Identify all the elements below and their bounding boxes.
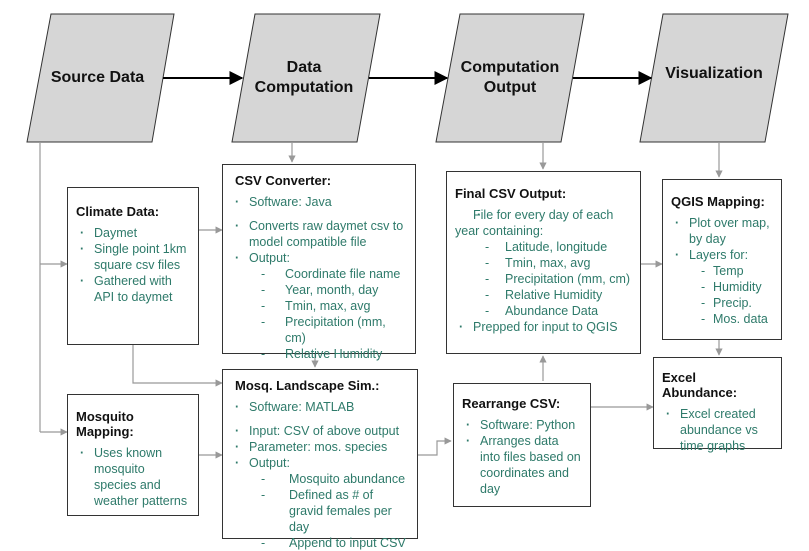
final-csv-sub: Precipitation (mm, cm) — [455, 271, 632, 287]
landscape-sim-input: Input: CSV of above output — [231, 423, 409, 439]
landscape-sim-software: Software: MATLAB — [231, 399, 409, 415]
final-csv-box: Final CSV Output: File for every day of … — [446, 171, 641, 354]
final-csv-sub: Abundance Data — [455, 303, 632, 319]
final-csv-sub: Latitude, longitude — [455, 239, 632, 255]
qgis-sub: Precip. — [671, 295, 773, 311]
qgis-mapping-box: QGIS Mapping: Plot over map, by day Laye… — [662, 179, 782, 340]
csv-converter-sub: Year, month, day — [231, 282, 407, 298]
csv-converter-convert: Converts raw daymet csv to model compati… — [231, 218, 407, 250]
final-csv-prepped: Prepped for input to QGIS — [455, 319, 632, 335]
landscape-sim-sub: Defined as # of gravid females per day — [231, 487, 409, 535]
csv-converter-title: CSV Converter: — [235, 173, 332, 188]
rearrange-csv-item: Software: Python — [462, 417, 582, 433]
final-csv-lead: File for every day of each year containi… — [455, 207, 632, 239]
final-csv-sub: Tmin, max, avg — [455, 255, 632, 271]
landscape-sim-param: Parameter: mos. species — [231, 439, 409, 455]
qgis-sub: Humidity — [671, 279, 773, 295]
source-data-shape — [26, 13, 175, 143]
stage-visualization: Visualization — [665, 65, 763, 82]
climate-item: Single point 1km square csv files — [76, 241, 190, 273]
data-computation-shape — [231, 13, 381, 143]
mosquito-mapping-title: Mosquito Mapping: — [76, 409, 134, 439]
climate-data-title: Climate Data: — [76, 204, 160, 219]
connector-landscape-to-rearrange — [418, 437, 452, 456]
excel-abundance-item: Excel created abundance vs time graphs — [662, 406, 773, 454]
rearrange-csv-title: Rearrange CSV: — [462, 396, 561, 411]
rearrange-csv-item: Arranges data into files based on coordi… — [462, 433, 582, 497]
visualization-shape — [639, 13, 789, 143]
qgis-sub: Temp — [671, 263, 773, 279]
csv-converter-software: Software: Java — [231, 194, 407, 210]
csv-converter-output: Output: — [231, 250, 407, 266]
qgis-mapping-title: QGIS Mapping: — [671, 194, 765, 209]
landscape-sim-box: Mosq. Landscape Sim.: Software: MATLAB I… — [222, 369, 418, 551]
excel-abundance-title: Excel Abundance: — [662, 370, 738, 400]
mosquito-mapping-box: Mosquito Mapping: Uses known mosquito sp… — [67, 394, 199, 516]
climate-item: Daymet — [76, 225, 190, 241]
final-csv-sub: Relative Humidity — [455, 287, 632, 303]
csv-converter-sub: Tmin, max, avg — [231, 298, 407, 314]
landscape-sim-title: Mosq. Landscape Sim.: — [235, 378, 380, 393]
csv-converter-sub: Relative Humidity — [231, 346, 407, 362]
mosquito-mapping-item: Uses known mosquito species and weather … — [76, 445, 190, 509]
spacer — [231, 210, 407, 218]
climate-data-box: Climate Data: Daymet Single point 1km sq… — [67, 187, 199, 345]
excel-abundance-box: Excel Abundance: Excel created abundance… — [653, 357, 782, 453]
spacer — [231, 415, 409, 423]
stage-source-data: Source Data — [50, 69, 145, 86]
connector-climate-to-landscape — [132, 345, 223, 387]
landscape-sim-sub: Append to input CSV — [231, 535, 409, 551]
stage-computation-output: Computation Output — [460, 59, 560, 96]
csv-converter-sub: Coordinate file name — [231, 266, 407, 282]
landscape-sim-output: Output: — [231, 455, 409, 471]
final-csv-title: Final CSV Output: — [455, 186, 567, 201]
qgis-plot: Plot over map, by day — [671, 215, 773, 247]
qgis-sub: Mos. data — [671, 311, 773, 327]
rearrange-csv-box: Rearrange CSV: Software: Python Arranges… — [453, 383, 591, 507]
climate-item: Gathered with API to daymet — [76, 273, 190, 305]
csv-converter-box: CSV Converter: Software: Java Converts r… — [222, 164, 416, 362]
csv-converter-sub: Precipitation (mm, cm) — [231, 314, 407, 346]
computation-output-shape — [435, 13, 585, 143]
landscape-sim-sub: Mosquito abundance — [231, 471, 409, 487]
qgis-layers: Layers for: — [671, 247, 773, 263]
stage-data-computation: Data Computation — [254, 59, 354, 96]
